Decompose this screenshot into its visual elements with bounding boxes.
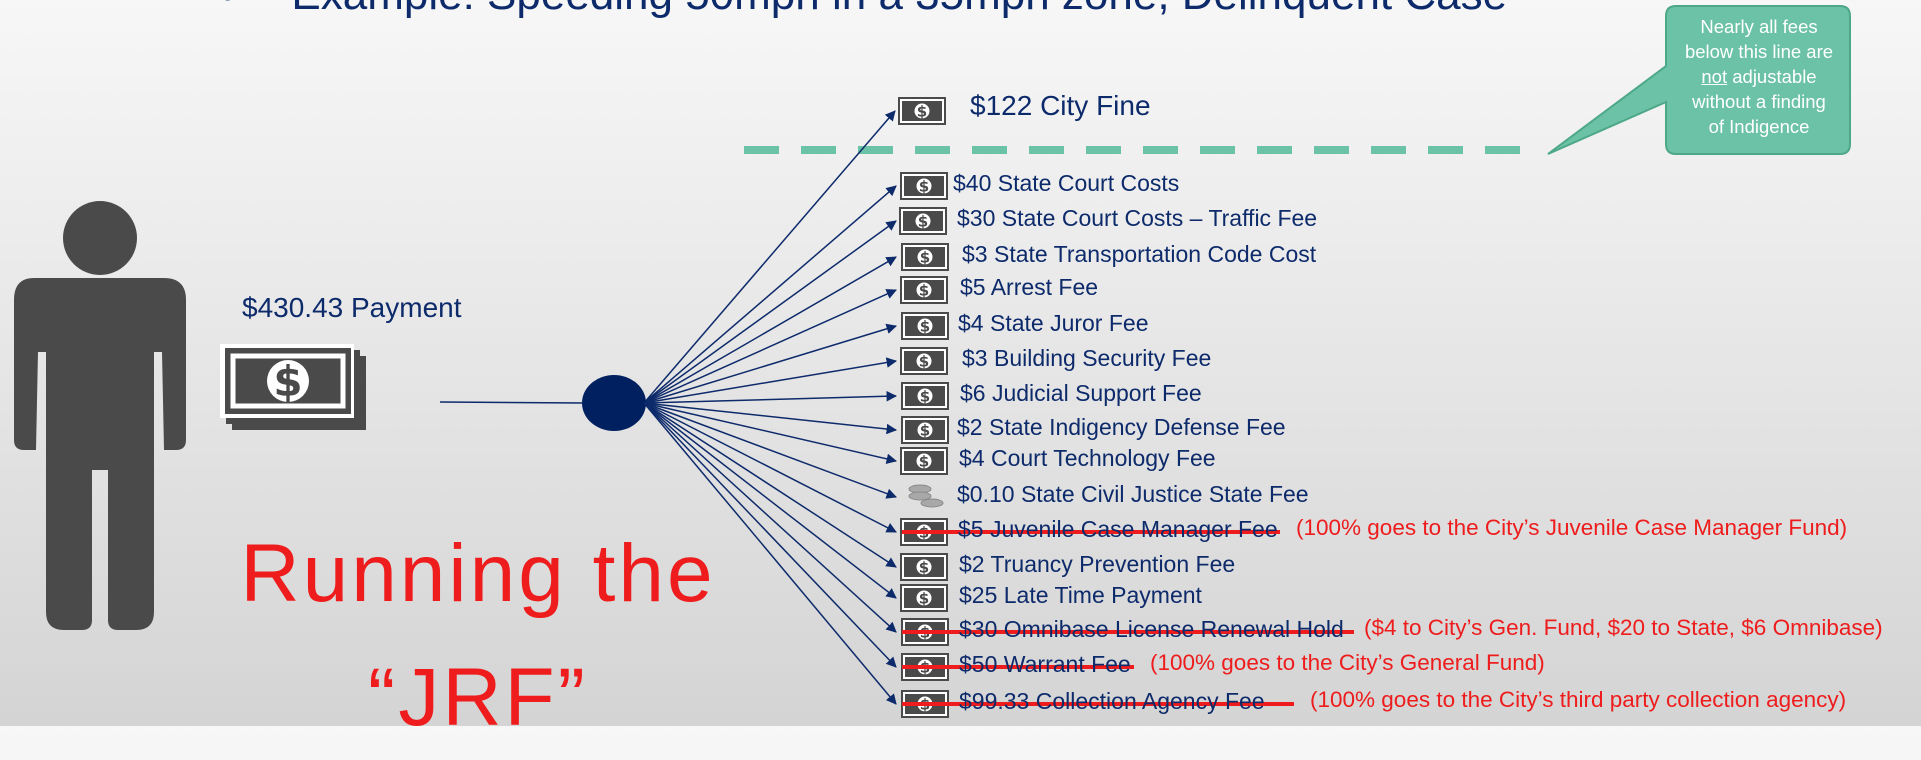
fee-arrow <box>643 402 897 499</box>
payment-label: $430.43 Payment <box>242 292 462 323</box>
callout-line-4: without a finding <box>1692 91 1826 112</box>
fee-arrow <box>643 402 897 568</box>
fee-icons <box>897 96 950 719</box>
fee-arrow <box>643 402 898 435</box>
fee-arrow <box>643 402 898 464</box>
fee-strikethroughs <box>902 530 1354 706</box>
fee-destination-note: (100% goes to the City’s General Fund) <box>1150 650 1545 675</box>
fee-label: $40 State Court Costs <box>953 170 1180 196</box>
fee-label: $30 Omnibase License Renewal Hold <box>959 616 1344 642</box>
fee-label: $50 Warrant Fee <box>959 651 1131 677</box>
city-fine-label: $122 City Fine <box>970 90 1151 121</box>
fee-arrow <box>643 402 897 668</box>
callout-line-3: not adjustable <box>1664 64 1854 89</box>
fee-arrow <box>643 256 897 404</box>
fee-label: $3 State Transportation Code Cost <box>962 241 1317 267</box>
fee-arrow <box>643 357 898 404</box>
fee-label: $99.33 Collection Agency Fee <box>959 688 1265 714</box>
fee-destination-note: (100% goes to the City’s Juvenile Case M… <box>1296 515 1848 540</box>
running-line-2: “JRF” <box>368 652 588 743</box>
svg-text:$: $ <box>273 357 302 406</box>
callout-line-2: below this line are <box>1684 41 1834 62</box>
fee-label: $2 State Indigency Defense Fee <box>957 414 1286 440</box>
fee-destination-note: ($4 to City’s Gen. Fund, $20 to State, $… <box>1364 615 1883 640</box>
payment-connector-line <box>439 401 585 404</box>
fee-arrow <box>643 185 897 404</box>
person-icon <box>14 201 186 630</box>
fee-arrow <box>643 220 897 404</box>
running-line-1: Running the <box>240 528 716 619</box>
fee-label: $0.10 State Civil Justice State Fee <box>957 481 1309 507</box>
diagram-canvas: $ $ <box>14 5 1851 719</box>
cash-bill-icon <box>900 242 950 272</box>
fee-label: $5 Juvenile Case Manager Fee <box>958 516 1278 542</box>
bullet-text: Example: Speeding 50mph in a 35mph zone,… <box>291 0 1507 19</box>
cash-bill-icon <box>900 415 950 445</box>
running-the-jrf-title: Running the “JRF” <box>218 512 738 760</box>
fee-arrow <box>643 391 898 404</box>
fee-arrow-city-fine <box>643 110 896 404</box>
fee-destination-note: (100% goes to the City’s third party col… <box>1310 687 1847 712</box>
cash-bill-icon <box>899 583 949 613</box>
fee-label: $6 Judicial Support Fee <box>960 380 1202 406</box>
fee-arrow <box>643 402 897 633</box>
cash-bill-icon <box>899 446 949 476</box>
bullet-dot: • <box>220 0 235 19</box>
callout-line-5: of Indigence <box>1708 116 1810 137</box>
fee-label: $2 Truancy Prevention Fee <box>959 551 1236 577</box>
bullet-line: • Example: Speeding 50mph in a 35mph zone… <box>220 0 1507 20</box>
fee-label: $4 State Juror Fee <box>958 310 1149 336</box>
fee-label: $5 Arrest Fee <box>960 274 1099 300</box>
callout-line-3-rest: adjustable <box>1727 66 1817 87</box>
money-stack-icon: $ <box>220 344 366 430</box>
cash-bill-icon <box>898 206 948 236</box>
callout-bubble <box>1547 5 1851 155</box>
cash-bill-icon <box>899 171 949 201</box>
callout-line-1: Nearly all fees <box>1700 16 1818 37</box>
coins-icon <box>908 484 944 508</box>
fee-label: $25 Late Time Payment <box>959 582 1202 608</box>
fee-label: $30 State Court Costs – Traffic Fee <box>957 205 1318 231</box>
fee-arrow <box>643 402 897 705</box>
callout-underlined-word: not <box>1701 66 1728 87</box>
cash-bill-icon <box>900 311 950 341</box>
fee-arrow <box>643 323 898 404</box>
fee-arrows <box>643 110 898 705</box>
fee-arrow <box>643 402 897 599</box>
distribution-hub <box>582 375 646 431</box>
fee-arrow <box>643 402 897 533</box>
cash-bill-icon <box>897 96 947 126</box>
cash-bill-icon <box>899 552 949 582</box>
fee-label: $3 Building Security Fee <box>962 345 1212 371</box>
callout-text: Nearly all fees below this line are not … <box>1664 14 1854 139</box>
cash-bill-icon <box>900 381 950 411</box>
fee-label: $4 Court Technology Fee <box>959 445 1216 471</box>
slide: $ $ •Example: Speeding 50mph <box>14 0 1883 743</box>
fee-arrow <box>643 289 897 404</box>
cash-bill-icon <box>899 275 949 305</box>
cash-bill-icon <box>899 346 949 376</box>
